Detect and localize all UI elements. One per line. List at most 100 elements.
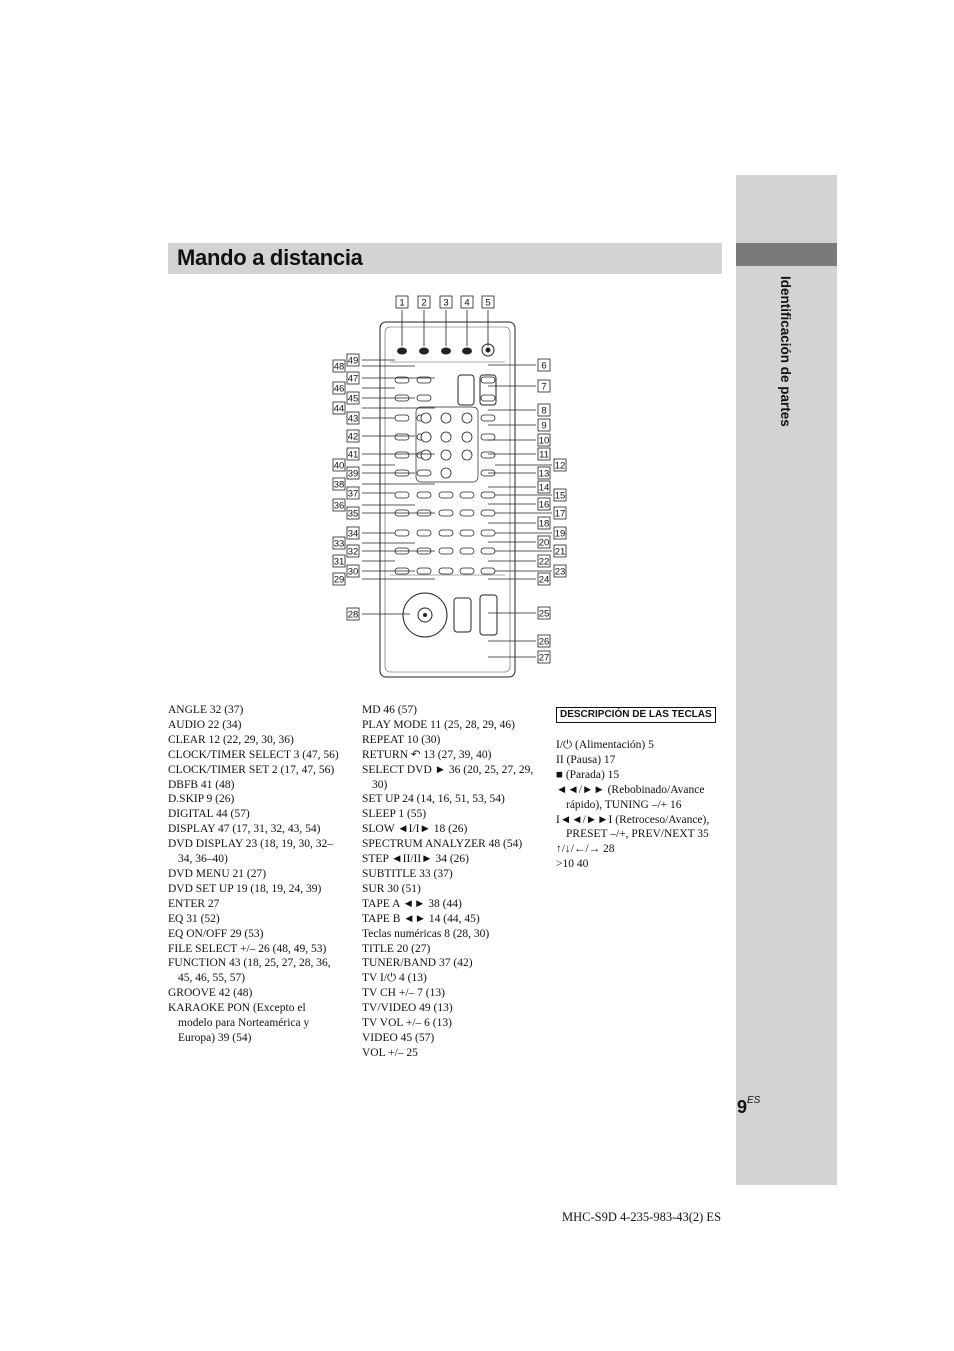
index-entry: TV/VIDEO 49 (13) [362, 1002, 453, 1015]
callout-number: 28 [348, 610, 359, 621]
callout-box [553, 488, 567, 502]
side-tab [736, 175, 837, 1185]
callout-number: 49 [348, 356, 359, 367]
callout-number: 35 [348, 509, 359, 520]
button [462, 347, 472, 355]
index-entry: FUNCTION 43 (18, 25, 27, 28, 36, 45, 46,… [168, 957, 331, 985]
button [394, 491, 410, 499]
callout-box [537, 466, 551, 480]
button [438, 509, 454, 517]
callout-number: 26 [539, 637, 550, 648]
button [394, 414, 410, 422]
callout-number: 40 [334, 461, 345, 472]
button [394, 376, 410, 384]
button [480, 567, 496, 575]
callout-box [346, 353, 360, 367]
number-key [420, 431, 432, 443]
callout-number: 48 [334, 362, 345, 373]
title-bar: Mando a distancia [168, 243, 722, 274]
button [394, 529, 410, 537]
callout-number: 12 [555, 461, 566, 472]
index-entry: DVD MENU 21 (27) [168, 867, 267, 880]
callout-number: 31 [334, 557, 345, 568]
page-suffix: ES [747, 1095, 761, 1106]
index-entry: FILE SELECT +/– 26 (48, 49, 53) [168, 942, 327, 955]
button [416, 529, 432, 537]
callout-box [537, 572, 551, 586]
index-entry: STEP ◄II/II► 34 (26) [362, 853, 469, 866]
number-key [420, 449, 432, 461]
callout-number: 27 [539, 653, 550, 664]
callout-box [346, 371, 360, 385]
callout-number: 6 [541, 361, 546, 372]
callout-box [537, 634, 551, 648]
index-entry: RETURN ↶ 13 (27, 39, 40) [362, 748, 492, 761]
index-entry: VIDEO 45 (57) [362, 1031, 435, 1044]
index-entry: ANGLE 32 (37) [168, 704, 244, 716]
button [438, 567, 454, 575]
index-entry: EQ ON/OFF 29 (53) [168, 927, 264, 940]
keypad-frame [415, 406, 479, 483]
callout-box [346, 447, 360, 461]
index-entry: II (Pausa) 17 [556, 753, 616, 766]
index-entry: DVD DISPLAY 23 (18, 19, 30, 32–34, 36–40… [168, 838, 333, 866]
callout-number: 11 [539, 450, 549, 461]
callout-leaders [362, 310, 552, 658]
index-entry: DIGITAL 44 (57) [168, 808, 250, 821]
index-entry: TV CH +/– 7 (13) [362, 987, 445, 1000]
callout-box [332, 536, 346, 550]
button [438, 547, 454, 555]
index-entry: SLEEP 1 (55) [362, 808, 427, 821]
page-title: Mando a distancia [177, 245, 363, 270]
index-column-2: MD 46 (57)PLAY MODE 11 (25, 28, 29, 46)R… [362, 703, 542, 1061]
callout-box [346, 466, 360, 480]
file-select-rocker [453, 597, 472, 633]
index-entry: MD 46 (57) [362, 704, 417, 716]
button [394, 451, 410, 459]
callout-box [460, 295, 474, 309]
number-key [420, 412, 432, 424]
callout-number: 38 [334, 480, 345, 491]
callout-number: 14 [539, 483, 550, 494]
callout-number: 9 [541, 421, 546, 432]
callout-number: 4 [464, 298, 469, 309]
callout-box [481, 295, 495, 309]
index-entry: SELECT DVD ► 36 (20, 25, 27, 29, 30) [362, 763, 534, 791]
index-entry: ■ (Parada) 15 [556, 768, 620, 781]
button [480, 547, 496, 555]
callout-number: 25 [539, 609, 550, 620]
number-key [461, 412, 473, 424]
callout-number: 23 [555, 567, 566, 578]
button [480, 509, 496, 517]
index-entry: I◄◄/►►I (Retroceso/Avance), PRESET –/+, … [556, 813, 710, 841]
index-entry: ◄◄/►► (Rebobinado/Avance rápido), TUNING… [556, 783, 705, 811]
index-entry: KARAOKE PON (Excepto el modelo para Nort… [168, 1002, 310, 1044]
callout-box [537, 554, 551, 568]
callout-number: 2 [421, 298, 426, 309]
button [438, 529, 454, 537]
number-key [440, 431, 452, 443]
callout-box [553, 544, 567, 558]
callout-box [417, 295, 431, 309]
callout-box [553, 564, 567, 578]
index-entry: SLOW ◄I/I► 18 (26) [362, 823, 468, 836]
index-entry: DISPLAY 47 (17, 31, 32, 43, 54) [168, 823, 321, 836]
callout-number: 29 [334, 575, 345, 586]
callout-box [537, 418, 551, 432]
callout-number: 3 [443, 298, 448, 309]
callout-number: 30 [348, 567, 359, 578]
remote-divider [390, 361, 505, 576]
index-entry: CLEAR 12 (22, 29, 30, 36) [168, 733, 294, 746]
callout-number: 20 [539, 538, 550, 549]
callout-box [332, 498, 346, 512]
callout-box [537, 497, 551, 511]
index-entry: TAPE A ◄► 38 (44) [362, 897, 462, 910]
callout-box [537, 433, 551, 447]
index-entry: TUNER/BAND 37 (42) [362, 957, 473, 970]
index-entry: SET UP 24 (14, 16, 51, 53, 54) [362, 793, 505, 806]
section-label: Identificación de partes [778, 276, 793, 427]
callout-box [332, 477, 346, 491]
number-key [461, 449, 473, 461]
callout-box [346, 391, 360, 405]
